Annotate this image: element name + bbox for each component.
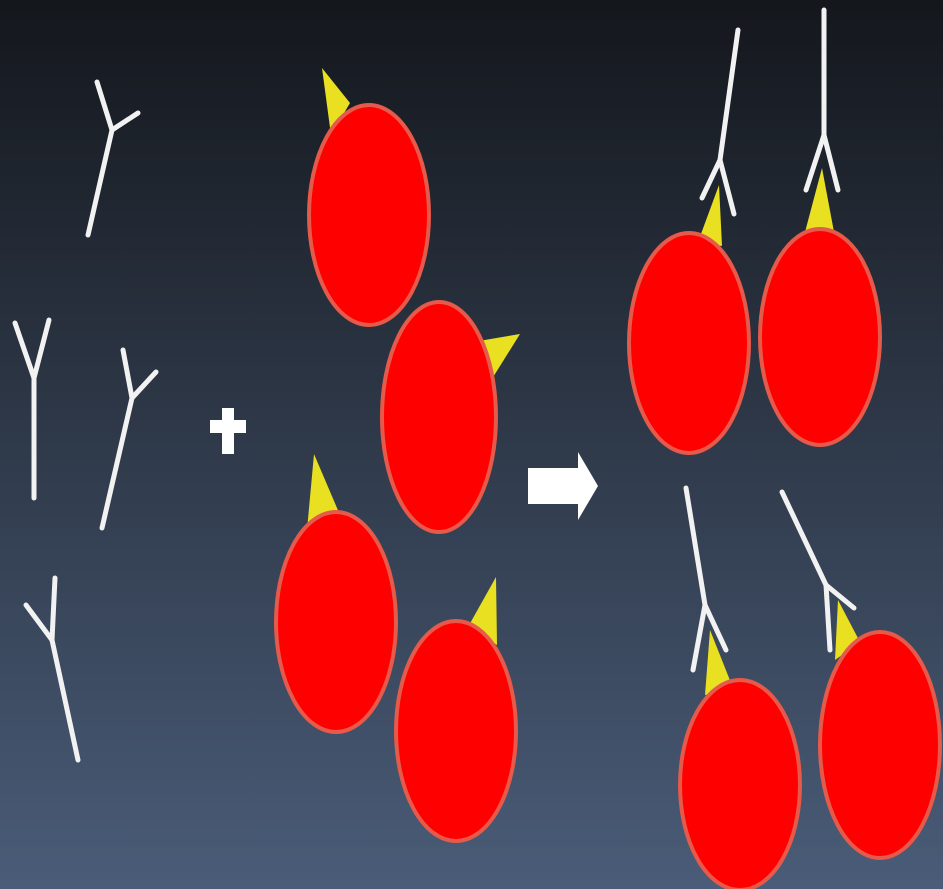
red-cell-icon [396, 621, 516, 841]
red-cell-icon [820, 632, 940, 858]
red-cell-icon [382, 302, 496, 532]
red-cell-icon [276, 512, 396, 732]
red-cell-icon [680, 680, 800, 889]
red-cell-icon [629, 233, 749, 453]
red-cell-icon [760, 229, 880, 445]
red-cell-icon [309, 105, 429, 325]
